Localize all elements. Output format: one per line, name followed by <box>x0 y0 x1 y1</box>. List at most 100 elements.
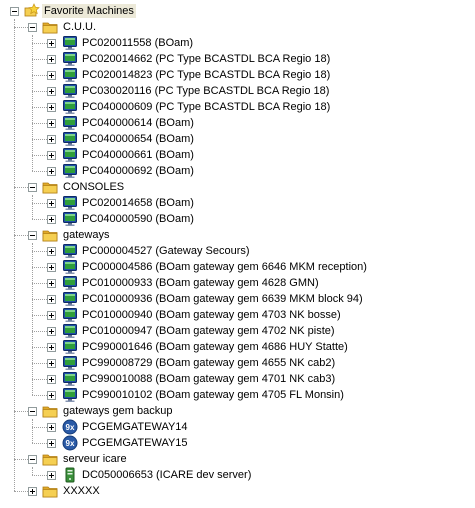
item-expander[interactable] <box>47 39 56 48</box>
machine-label: PC030020116 (PC Type BCASTDL BCA Regio 1… <box>82 85 330 97</box>
computer-icon-part <box>65 358 75 365</box>
computer-icon-part <box>65 54 75 56</box>
tree-connector <box>32 171 47 172</box>
machine-label: PC990001646 (BOam gateway gem 4686 HUY S… <box>82 341 348 353</box>
computer-icon <box>63 260 77 274</box>
tree-connector <box>14 187 28 188</box>
computer-icon-part <box>65 64 75 66</box>
computer-icon-part <box>65 38 75 45</box>
tree-group-row[interactable] <box>42 19 462 35</box>
computer-icon-part <box>65 262 75 269</box>
computer-icon-part <box>65 342 75 349</box>
computer-icon-part <box>68 143 72 145</box>
machine-label: PCGEMGATEWAY15 <box>82 437 188 449</box>
computer-icon <box>63 324 77 338</box>
item-expander[interactable] <box>47 247 56 256</box>
favorites-star-icon <box>24 3 40 17</box>
computer-icon-part <box>65 80 75 82</box>
item-expander[interactable] <box>47 103 56 112</box>
tree-connector <box>32 443 47 444</box>
machine-label: PC020014823 (PC Type BCASTDL BCA Regio 1… <box>82 69 331 81</box>
item-expander[interactable] <box>47 471 56 480</box>
item-expander[interactable] <box>47 375 56 384</box>
item-expander[interactable] <box>47 215 56 224</box>
machine-label: PC010000933 (BOam gateway gem 4628 GMN) <box>82 277 319 289</box>
folder-icon <box>42 406 58 418</box>
item-expander[interactable] <box>47 391 56 400</box>
tree-connector <box>14 27 28 28</box>
item-expander[interactable] <box>47 279 56 288</box>
folder-icon <box>42 22 58 34</box>
item-expander[interactable] <box>47 311 56 320</box>
item-expander[interactable] <box>47 119 56 128</box>
computer-icon-part <box>65 134 75 141</box>
computer-icon-part <box>65 358 75 360</box>
computer-icon-part <box>65 70 75 77</box>
item-expander[interactable] <box>47 359 56 368</box>
computer-icon <box>63 84 77 98</box>
computer-icon-part <box>65 320 75 322</box>
expander-plus-bar <box>51 377 52 382</box>
item-expander[interactable] <box>47 71 56 80</box>
group-expander[interactable] <box>28 455 37 464</box>
tree-connector <box>32 395 47 396</box>
group-expander[interactable] <box>28 487 37 496</box>
tree-vertical-line <box>32 195 33 219</box>
item-expander[interactable] <box>47 263 56 272</box>
tree-vertical-line <box>32 35 33 171</box>
expander-plus-bar <box>51 137 52 142</box>
expander-plus-bar <box>51 41 52 46</box>
computer-icon-part <box>68 79 72 81</box>
machine-label: PC040000692 (BOam) <box>82 165 194 177</box>
tree-vertical-line <box>32 467 33 475</box>
computer-icon-part <box>65 294 75 301</box>
tree-connector <box>32 299 47 300</box>
tree-connector <box>32 123 47 124</box>
computer-icon-part <box>65 112 75 114</box>
tree-connector <box>32 75 47 76</box>
computer-icon-part <box>65 224 75 226</box>
computer-icon-part <box>65 262 75 264</box>
item-expander[interactable] <box>47 423 56 432</box>
9x-badge-icon-part <box>62 419 78 435</box>
computer-icon-part <box>65 144 75 146</box>
computer-icon-part <box>65 134 75 136</box>
item-expander[interactable] <box>47 199 56 208</box>
group-expander[interactable] <box>28 407 37 416</box>
group-expander[interactable] <box>28 23 37 32</box>
group-expander[interactable] <box>28 183 37 192</box>
computer-icon-part <box>65 198 75 200</box>
item-expander[interactable] <box>47 295 56 304</box>
group-expander[interactable] <box>28 231 37 240</box>
9x-badge-icon: 9x <box>62 419 78 435</box>
item-expander[interactable] <box>47 151 56 160</box>
computer-icon-part <box>65 38 75 40</box>
computer-icon <box>63 388 77 402</box>
item-expander[interactable] <box>47 87 56 96</box>
tree-group-row[interactable] <box>42 483 462 499</box>
computer-icon-part <box>68 207 72 209</box>
item-expander[interactable] <box>47 439 56 448</box>
item-expander[interactable] <box>47 167 56 176</box>
expander-plus-bar <box>51 345 52 350</box>
computer-icon <box>63 148 77 162</box>
tree-connector <box>32 139 47 140</box>
computer-icon-part <box>68 127 72 129</box>
item-expander[interactable] <box>47 327 56 336</box>
expander-minus-bar <box>30 27 35 28</box>
computer-icon-part <box>65 86 75 93</box>
computer-icon-part <box>65 128 75 130</box>
computer-icon <box>63 36 77 50</box>
item-expander[interactable] <box>47 135 56 144</box>
root-expander[interactable] <box>10 7 19 16</box>
item-expander[interactable] <box>47 343 56 352</box>
expander-plus-bar <box>51 441 52 446</box>
tree-vertical-line <box>32 243 33 395</box>
item-expander[interactable] <box>47 55 56 64</box>
computer-icon-part <box>68 383 72 385</box>
machine-label: PC040000609 (PC Type BCASTDL BCA Regio 1… <box>82 101 331 113</box>
computer-icon <box>63 164 77 178</box>
tree-connector <box>14 491 28 492</box>
machine-label: PC000004527 (Gateway Secours) <box>82 245 250 257</box>
